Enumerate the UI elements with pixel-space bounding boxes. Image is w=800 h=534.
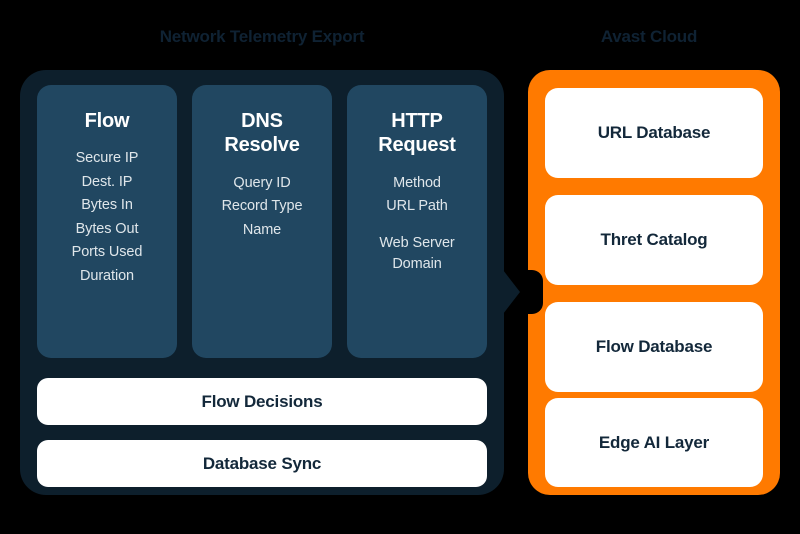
bar-label: Database Sync (202, 453, 322, 473)
protocol-field: Bytes In (81, 197, 133, 214)
protocol-field: Secure IP (75, 150, 139, 167)
cloud-card-label: Thret Catalog (600, 230, 708, 249)
cloud-card-label: URL Database (597, 123, 711, 142)
protocol-field: Name (242, 221, 282, 238)
protocol-field: Method (393, 174, 441, 191)
protocol-field-list: Query ID Record Type Name (200, 172, 324, 242)
cloud-card-edge-ai-layer[interactable]: Edge AI Layer (545, 398, 763, 487)
cloud-card-thret-catalog[interactable]: Thret Catalog (545, 195, 763, 285)
protocol-card-http-request[interactable]: HTTP Request Method URL Path Web Server … (347, 85, 487, 358)
protocol-card-dns-resolve[interactable]: DNS Resolve Query ID Record Type Name (192, 85, 332, 358)
protocol-field-list: Secure IP Dest. IP Bytes In Bytes Out Po… (45, 147, 169, 288)
telemetry-section-title: Network Telemetry Export (159, 27, 365, 46)
protocol-field: Ports Used (71, 244, 143, 261)
bar-database-sync[interactable]: Database Sync (37, 440, 487, 487)
protocol-field: Query ID (233, 174, 291, 191)
cloud-card-flow-database[interactable]: Flow Database (545, 302, 763, 392)
protocol-card-row: Flow Secure IP Dest. IP Bytes In Bytes O… (37, 85, 487, 358)
protocol-field: Web Server (379, 234, 455, 251)
cloud-card-label: Flow Database (595, 337, 713, 356)
protocol-field: Record Type (221, 198, 303, 215)
cloud-card-url-database[interactable]: URL Database (545, 88, 763, 178)
bar-label: Flow Decisions (201, 391, 323, 411)
protocol-card-title: DNS Resolve (224, 110, 300, 157)
protocol-field-list: Method URL Path Web Server Domain (355, 172, 479, 277)
protocol-card-title: HTTP Request (378, 110, 456, 157)
arrow-right-icon (503, 270, 520, 314)
protocol-field: URL Path (386, 198, 448, 215)
cloud-panel-notch (528, 270, 543, 314)
protocol-field: Dest. IP (81, 173, 133, 190)
bar-flow-decisions[interactable]: Flow Decisions (37, 378, 487, 425)
cloud-section-title: Avast Cloud (600, 27, 698, 46)
cloud-card-label: Edge AI Layer (598, 432, 710, 452)
protocol-card-title: Flow (84, 110, 130, 132)
protocol-field: Bytes Out (75, 220, 139, 237)
protocol-field: Duration (79, 267, 134, 284)
protocol-card-flow[interactable]: Flow Secure IP Dest. IP Bytes In Bytes O… (37, 85, 177, 358)
protocol-field: Domain (392, 256, 442, 273)
